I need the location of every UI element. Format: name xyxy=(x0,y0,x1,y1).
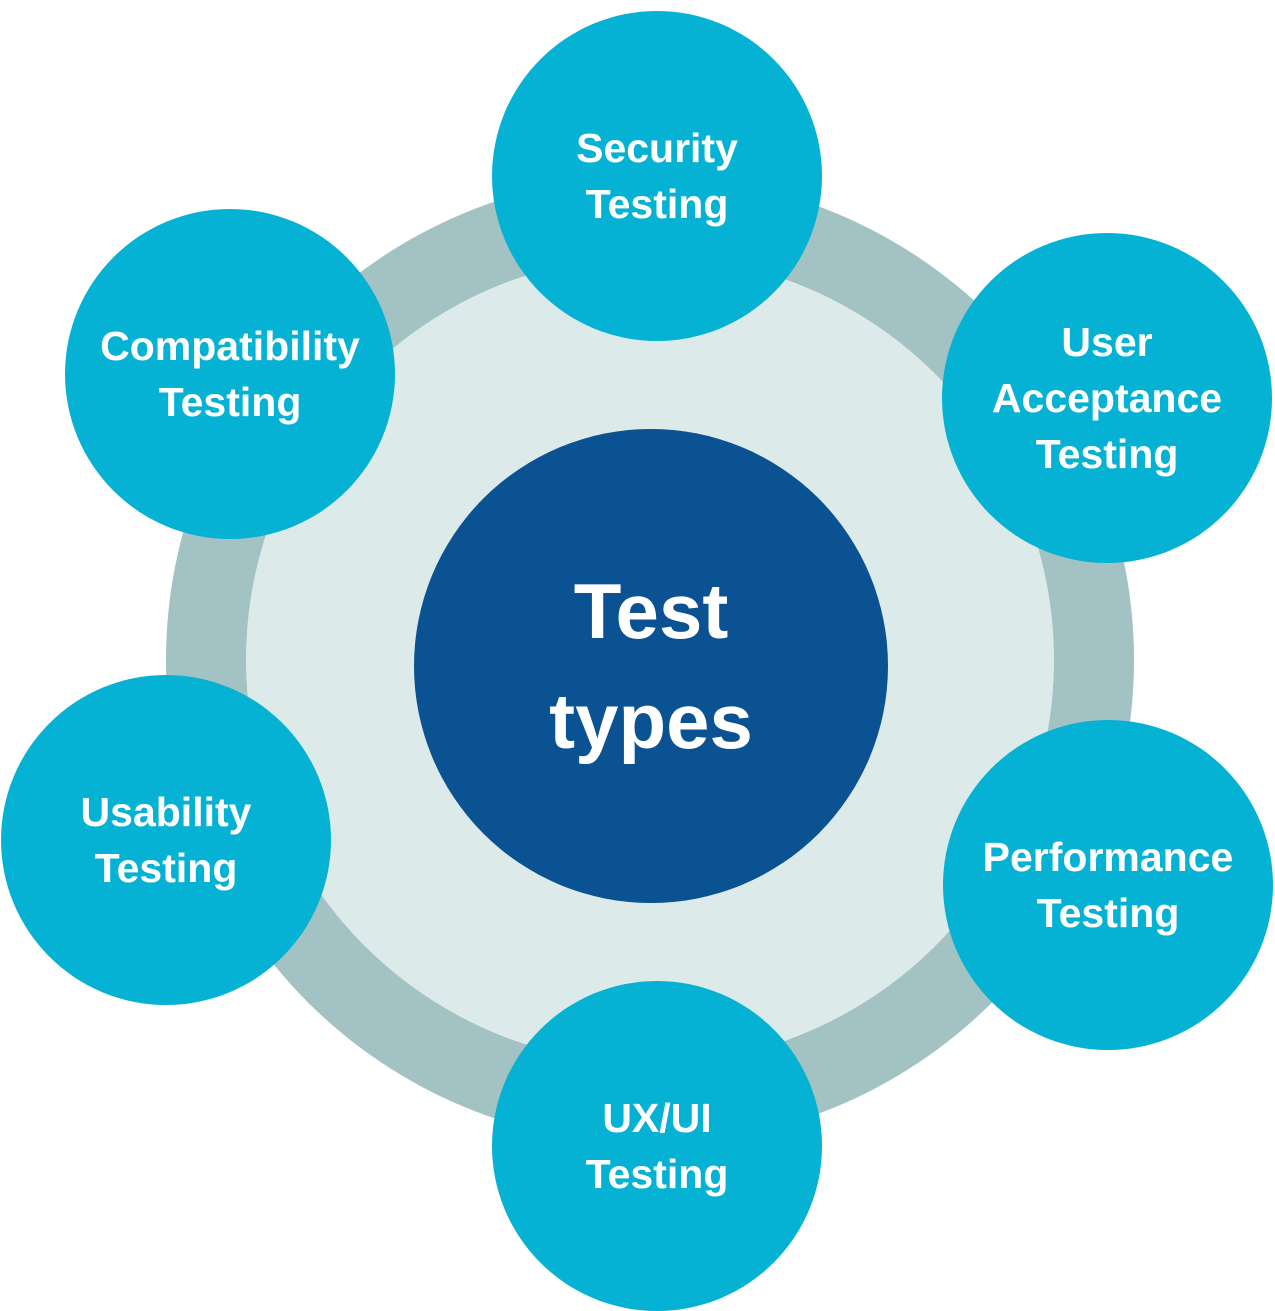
circle-label-line: Testing xyxy=(1036,890,1180,936)
circle-label-line: Security xyxy=(576,125,738,171)
circle-label-line: Usability xyxy=(80,789,252,835)
circle-usability-testing: Usability Testing xyxy=(1,675,331,1005)
circle-user-acceptance-testing: User Acceptance Testing xyxy=(942,233,1272,563)
center-circle-test-types: Test types xyxy=(414,429,888,903)
circle-label-line: Testing xyxy=(1035,431,1179,477)
circle-label-line: Performance xyxy=(982,834,1234,880)
center-label-line: Test xyxy=(573,567,729,655)
circle-label-line: UX/UI xyxy=(602,1095,712,1141)
circle-label-line: Testing xyxy=(585,181,729,227)
circle-label-line: User xyxy=(1061,319,1153,365)
circle-ux-ui-testing: UX/UI Testing xyxy=(492,981,822,1311)
circle-label-line: Acceptance xyxy=(991,375,1223,421)
circle-security-testing: Security Testing xyxy=(492,11,822,341)
circle-label-line: Testing xyxy=(585,1151,729,1197)
center-label-line: types xyxy=(549,677,753,765)
circle-label-line: Testing xyxy=(94,845,238,891)
circle-compatibility-testing: Compatibility Testing xyxy=(65,209,395,539)
circle-label-line: Compatibility xyxy=(100,323,360,369)
circle-label-line: Testing xyxy=(158,379,302,425)
circle-performance-testing: Performance Testing xyxy=(943,720,1273,1050)
